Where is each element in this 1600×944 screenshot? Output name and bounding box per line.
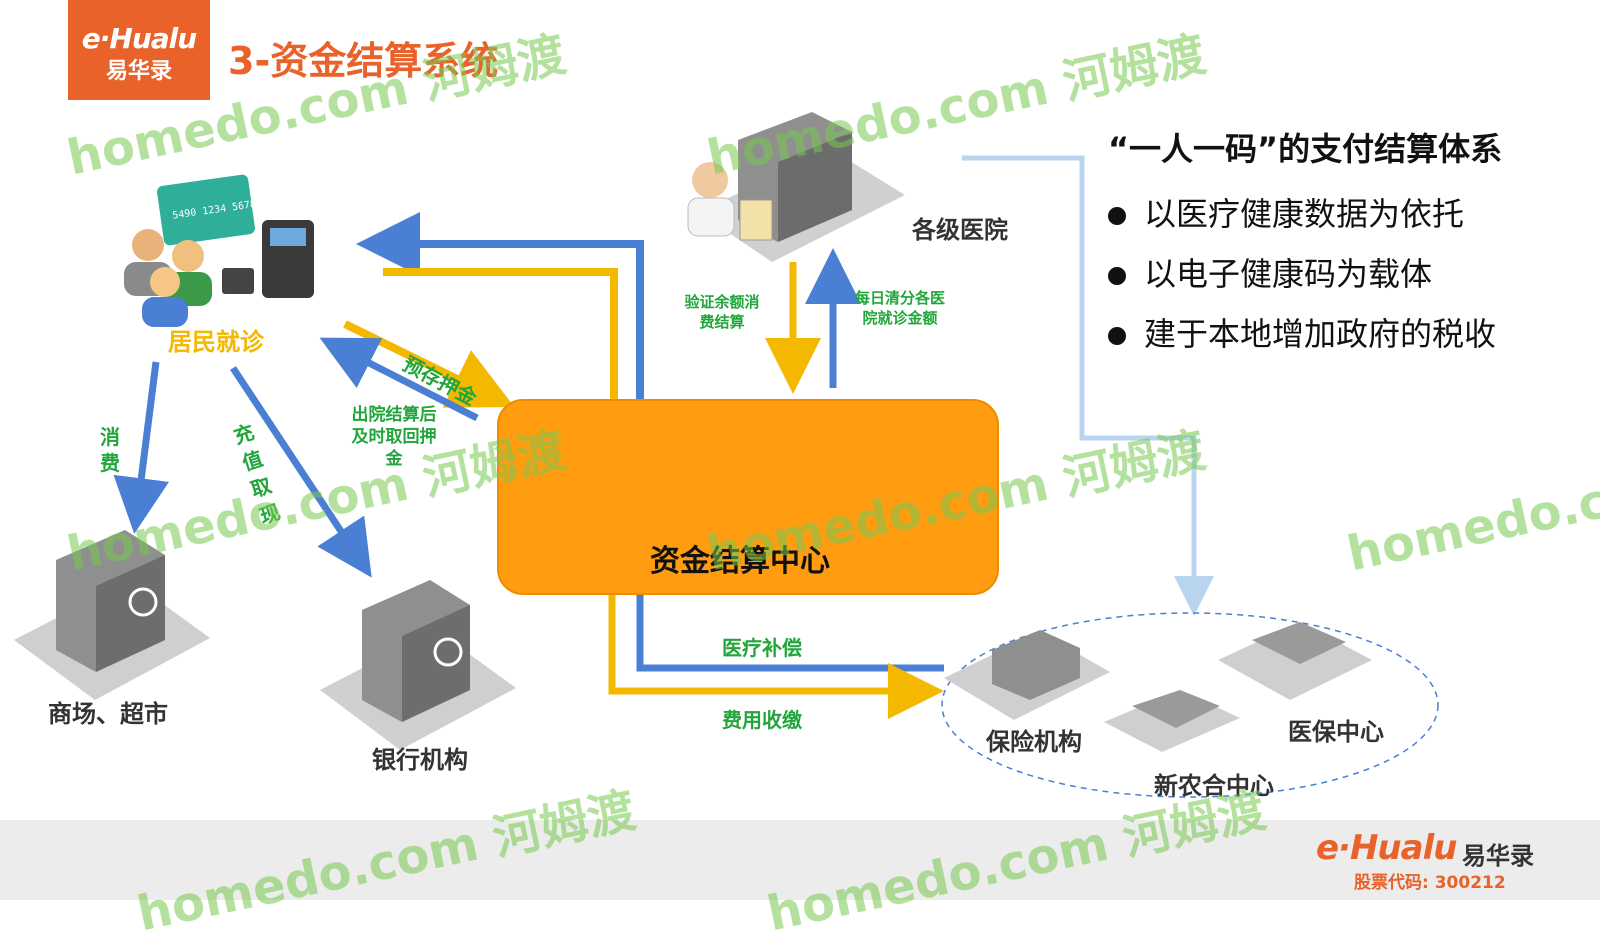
brand-logo: e·Hualu 易华录 — [68, 0, 210, 100]
bank-label: 银行机构 — [372, 746, 468, 774]
fee-collection-arrow — [608, 591, 944, 719]
bullet-text: 以电子健康码为载体 — [1144, 255, 1433, 293]
hospital-to-insurance-line — [962, 155, 1214, 616]
daily-clear-label: 每日清分各医院就诊金额 — [854, 289, 945, 327]
discharge-arrow — [319, 337, 479, 422]
hospitals-label: 各级医院 — [912, 216, 1008, 244]
mall-label: 商场、超市 — [48, 700, 168, 728]
compensation-line — [636, 591, 944, 672]
footer-band — [0, 820, 1600, 900]
new-rural-label: 新农合中心 — [1154, 772, 1274, 800]
footer-logo-cn: 易华录 — [1462, 842, 1534, 870]
residents-label: 居民就诊 — [168, 328, 264, 356]
footer-logo-en: e·Hualu — [1316, 828, 1457, 868]
insurance-buildings-illustration — [944, 622, 1372, 752]
stock-code: 股票代码: 300212 — [1354, 873, 1506, 893]
discharge-label: 出院结算后及时取回押金 — [351, 405, 437, 469]
bullet-text: 以医疗健康数据为依托 — [1144, 195, 1465, 233]
consume-arrow — [113, 361, 170, 534]
residents-to-center-yellow-line — [383, 268, 618, 399]
consume-label: 消费 — [100, 425, 120, 475]
bullet-text: 建于本地增加政府的税收 — [1144, 315, 1497, 353]
bullet-dot-icon — [1108, 327, 1126, 345]
medical-insurance-label: 医保中心 — [1288, 718, 1384, 746]
center-to-residents-blue-arrow — [356, 212, 644, 399]
logo-text-cn: 易华录 — [105, 59, 172, 84]
settlement-center-label: 资金结算中心 — [650, 544, 830, 579]
hospital-illustration — [687, 112, 905, 262]
fee-collection-label: 费用收缴 — [722, 708, 802, 732]
insurance-label: 保险机构 — [986, 728, 1082, 756]
prepay-arrow — [343, 320, 515, 408]
bullet-dot-icon — [1108, 207, 1126, 225]
residents-illustration: 5490 1234 5678 — [124, 174, 314, 327]
mall-building-illustration — [14, 530, 210, 700]
bullet-dot-icon — [1108, 267, 1126, 285]
settlement-center-box — [497, 399, 999, 595]
panel-title: “一人一码”的支付结算体系 — [1108, 130, 1503, 168]
bank-building-illustration — [320, 580, 516, 750]
page-title: 3-资金结算系统 — [228, 39, 499, 83]
verify-label: 验证余额消费结算 — [684, 293, 760, 331]
compensation-label: 医疗补偿 — [722, 636, 802, 660]
panel-bullet: 建于本地增加政府的税收 — [1108, 304, 1568, 364]
logo-text-en: e·Hualu — [81, 22, 197, 55]
panel-bullet: 以电子健康码为载体 — [1108, 244, 1568, 304]
payment-system-panel: “一人一码”的支付结算体系 以医疗健康数据为依托 以电子健康码为载体 建于本地增… — [1108, 124, 1568, 364]
recharge-arrow — [230, 366, 372, 578]
panel-bullet: 以医疗健康数据为依托 — [1108, 184, 1568, 244]
